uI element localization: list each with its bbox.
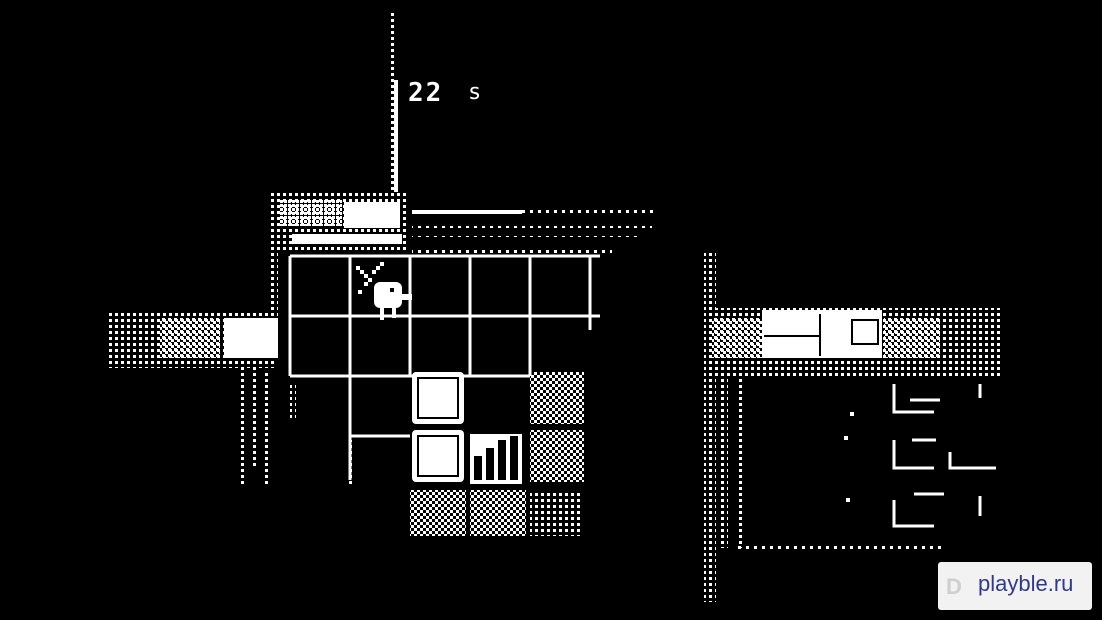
- top-wall-bar: [292, 234, 402, 244]
- left-corridor-solid: [224, 318, 278, 358]
- top-trail-4: [412, 248, 612, 254]
- timer-digits: 22: [408, 78, 444, 108]
- pole-solid: [394, 80, 398, 192]
- right-top-solid: [762, 310, 882, 358]
- right-floor: [736, 546, 942, 554]
- drip-4: [290, 384, 296, 418]
- right-room: [704, 250, 1000, 602]
- left-corridor-checker: [160, 318, 220, 358]
- drip-5: [346, 440, 352, 484]
- drip-2: [252, 368, 258, 468]
- right-dot-2: [844, 436, 848, 440]
- top-trail-dots: [522, 208, 658, 214]
- block-2-inner: [417, 435, 459, 477]
- drip-1: [238, 368, 244, 484]
- top-trail-2: [412, 222, 652, 228]
- top-trail-solid: [412, 210, 522, 214]
- watermark-text: playble.ru: [978, 571, 1074, 596]
- right-left-column: [704, 250, 716, 602]
- right-glyphs: [892, 384, 996, 528]
- duck-with-sword-icon: [356, 262, 412, 320]
- left-wall-vert: [270, 196, 278, 316]
- checker-tile-1: [530, 372, 584, 424]
- checker-tile-3: [410, 490, 466, 536]
- drip-3: [264, 372, 270, 484]
- stairs-icon: [470, 434, 522, 484]
- left-room: [106, 12, 658, 536]
- right-inner-column: [720, 378, 728, 548]
- right-top-checker: [712, 318, 762, 358]
- right-dot-3: [846, 498, 850, 502]
- right-top-checker-2: [884, 318, 940, 358]
- watermark: D playble.ru: [938, 562, 1092, 610]
- timer-unit: s: [468, 80, 484, 105]
- top-wall-dense: [280, 200, 342, 226]
- right-top-bricks: [764, 314, 879, 356]
- right-dot-1: [850, 412, 854, 416]
- watermark-logo: D: [946, 574, 962, 599]
- checker-tile-2: [530, 430, 584, 482]
- room-grid: [288, 254, 600, 480]
- right-inner-column-2: [736, 378, 744, 548]
- checker-tile-4: [470, 490, 526, 536]
- top-wall-solid: [344, 202, 400, 228]
- pole: [388, 12, 394, 190]
- dots-tile: [530, 490, 580, 536]
- block-1-inner: [417, 377, 459, 419]
- top-trail-3: [412, 236, 642, 242]
